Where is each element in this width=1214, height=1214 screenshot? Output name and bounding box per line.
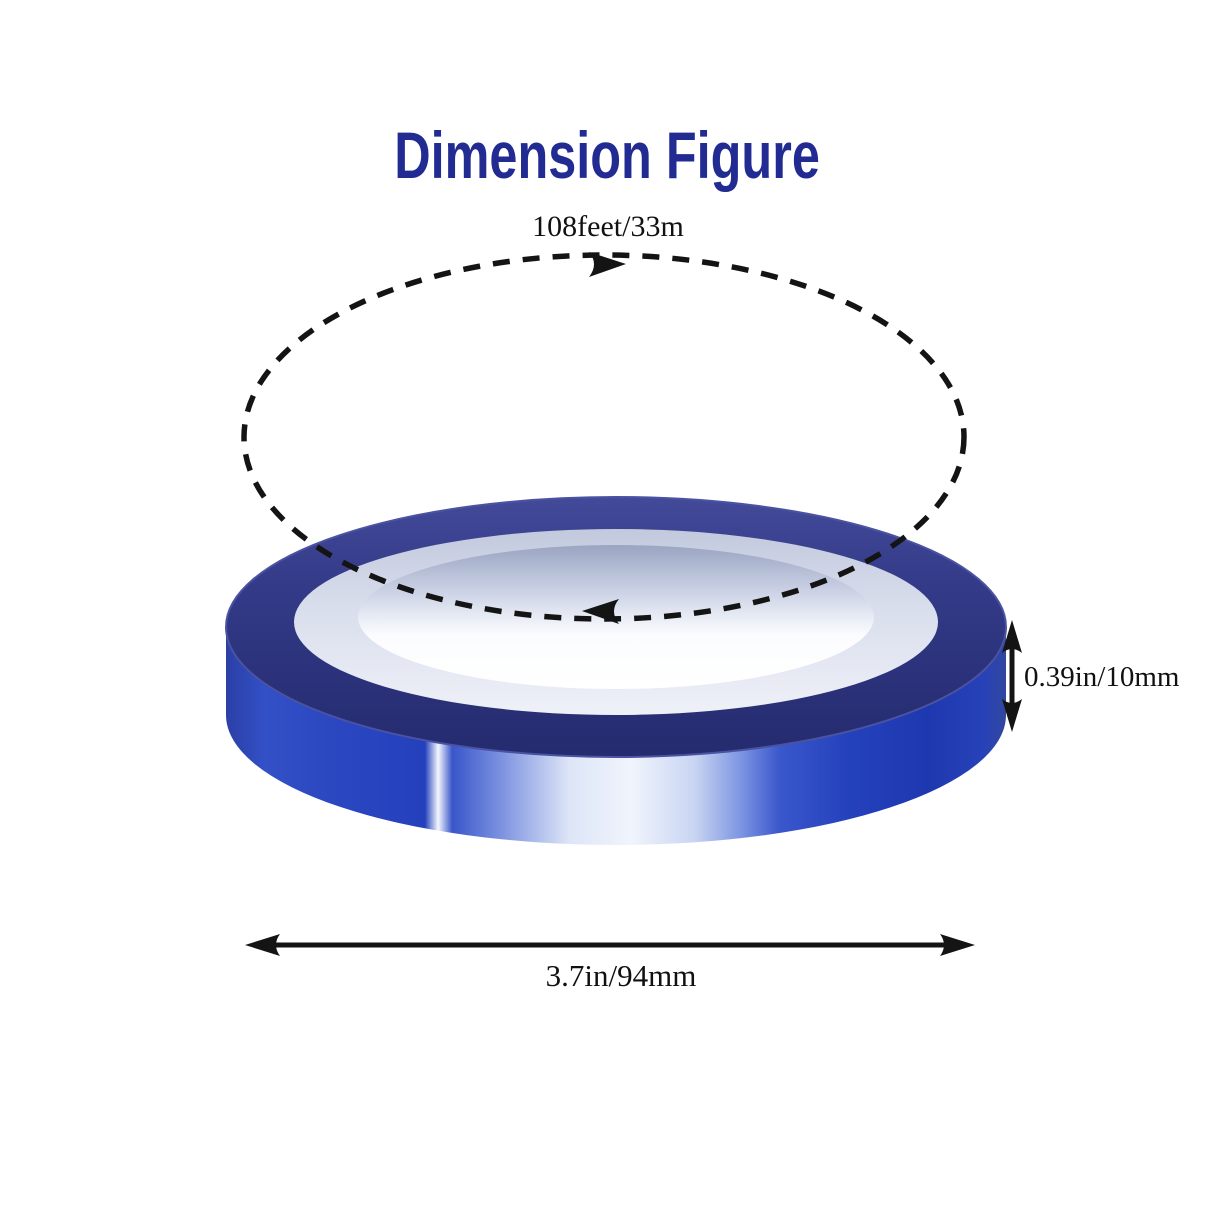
diameter-arrowhead-right	[940, 934, 975, 956]
tape-length-path	[241, 252, 967, 624]
length-dashed-ellipse	[241, 252, 967, 622]
tape-roll	[225, 496, 1007, 845]
length-arrowhead-top	[589, 252, 626, 277]
tape-width-label: 0.39in/10mm	[1024, 661, 1180, 693]
tape-diameter-label: 3.7in/94mm	[545, 958, 697, 993]
page-title: Dimension Figure	[0, 119, 1214, 193]
width-arrowhead-down	[1002, 699, 1022, 732]
tape-length-label: 108feet/33m	[532, 210, 684, 243]
page-title-text: Dimension Figure	[394, 119, 820, 193]
width-dimension	[1002, 620, 1022, 732]
diameter-dimension	[245, 934, 975, 956]
width-arrowhead-up	[1002, 620, 1022, 653]
tape-roll-side	[226, 627, 1006, 845]
length-arrowhead-bottom	[582, 599, 619, 624]
diameter-arrowhead-left	[245, 934, 280, 956]
